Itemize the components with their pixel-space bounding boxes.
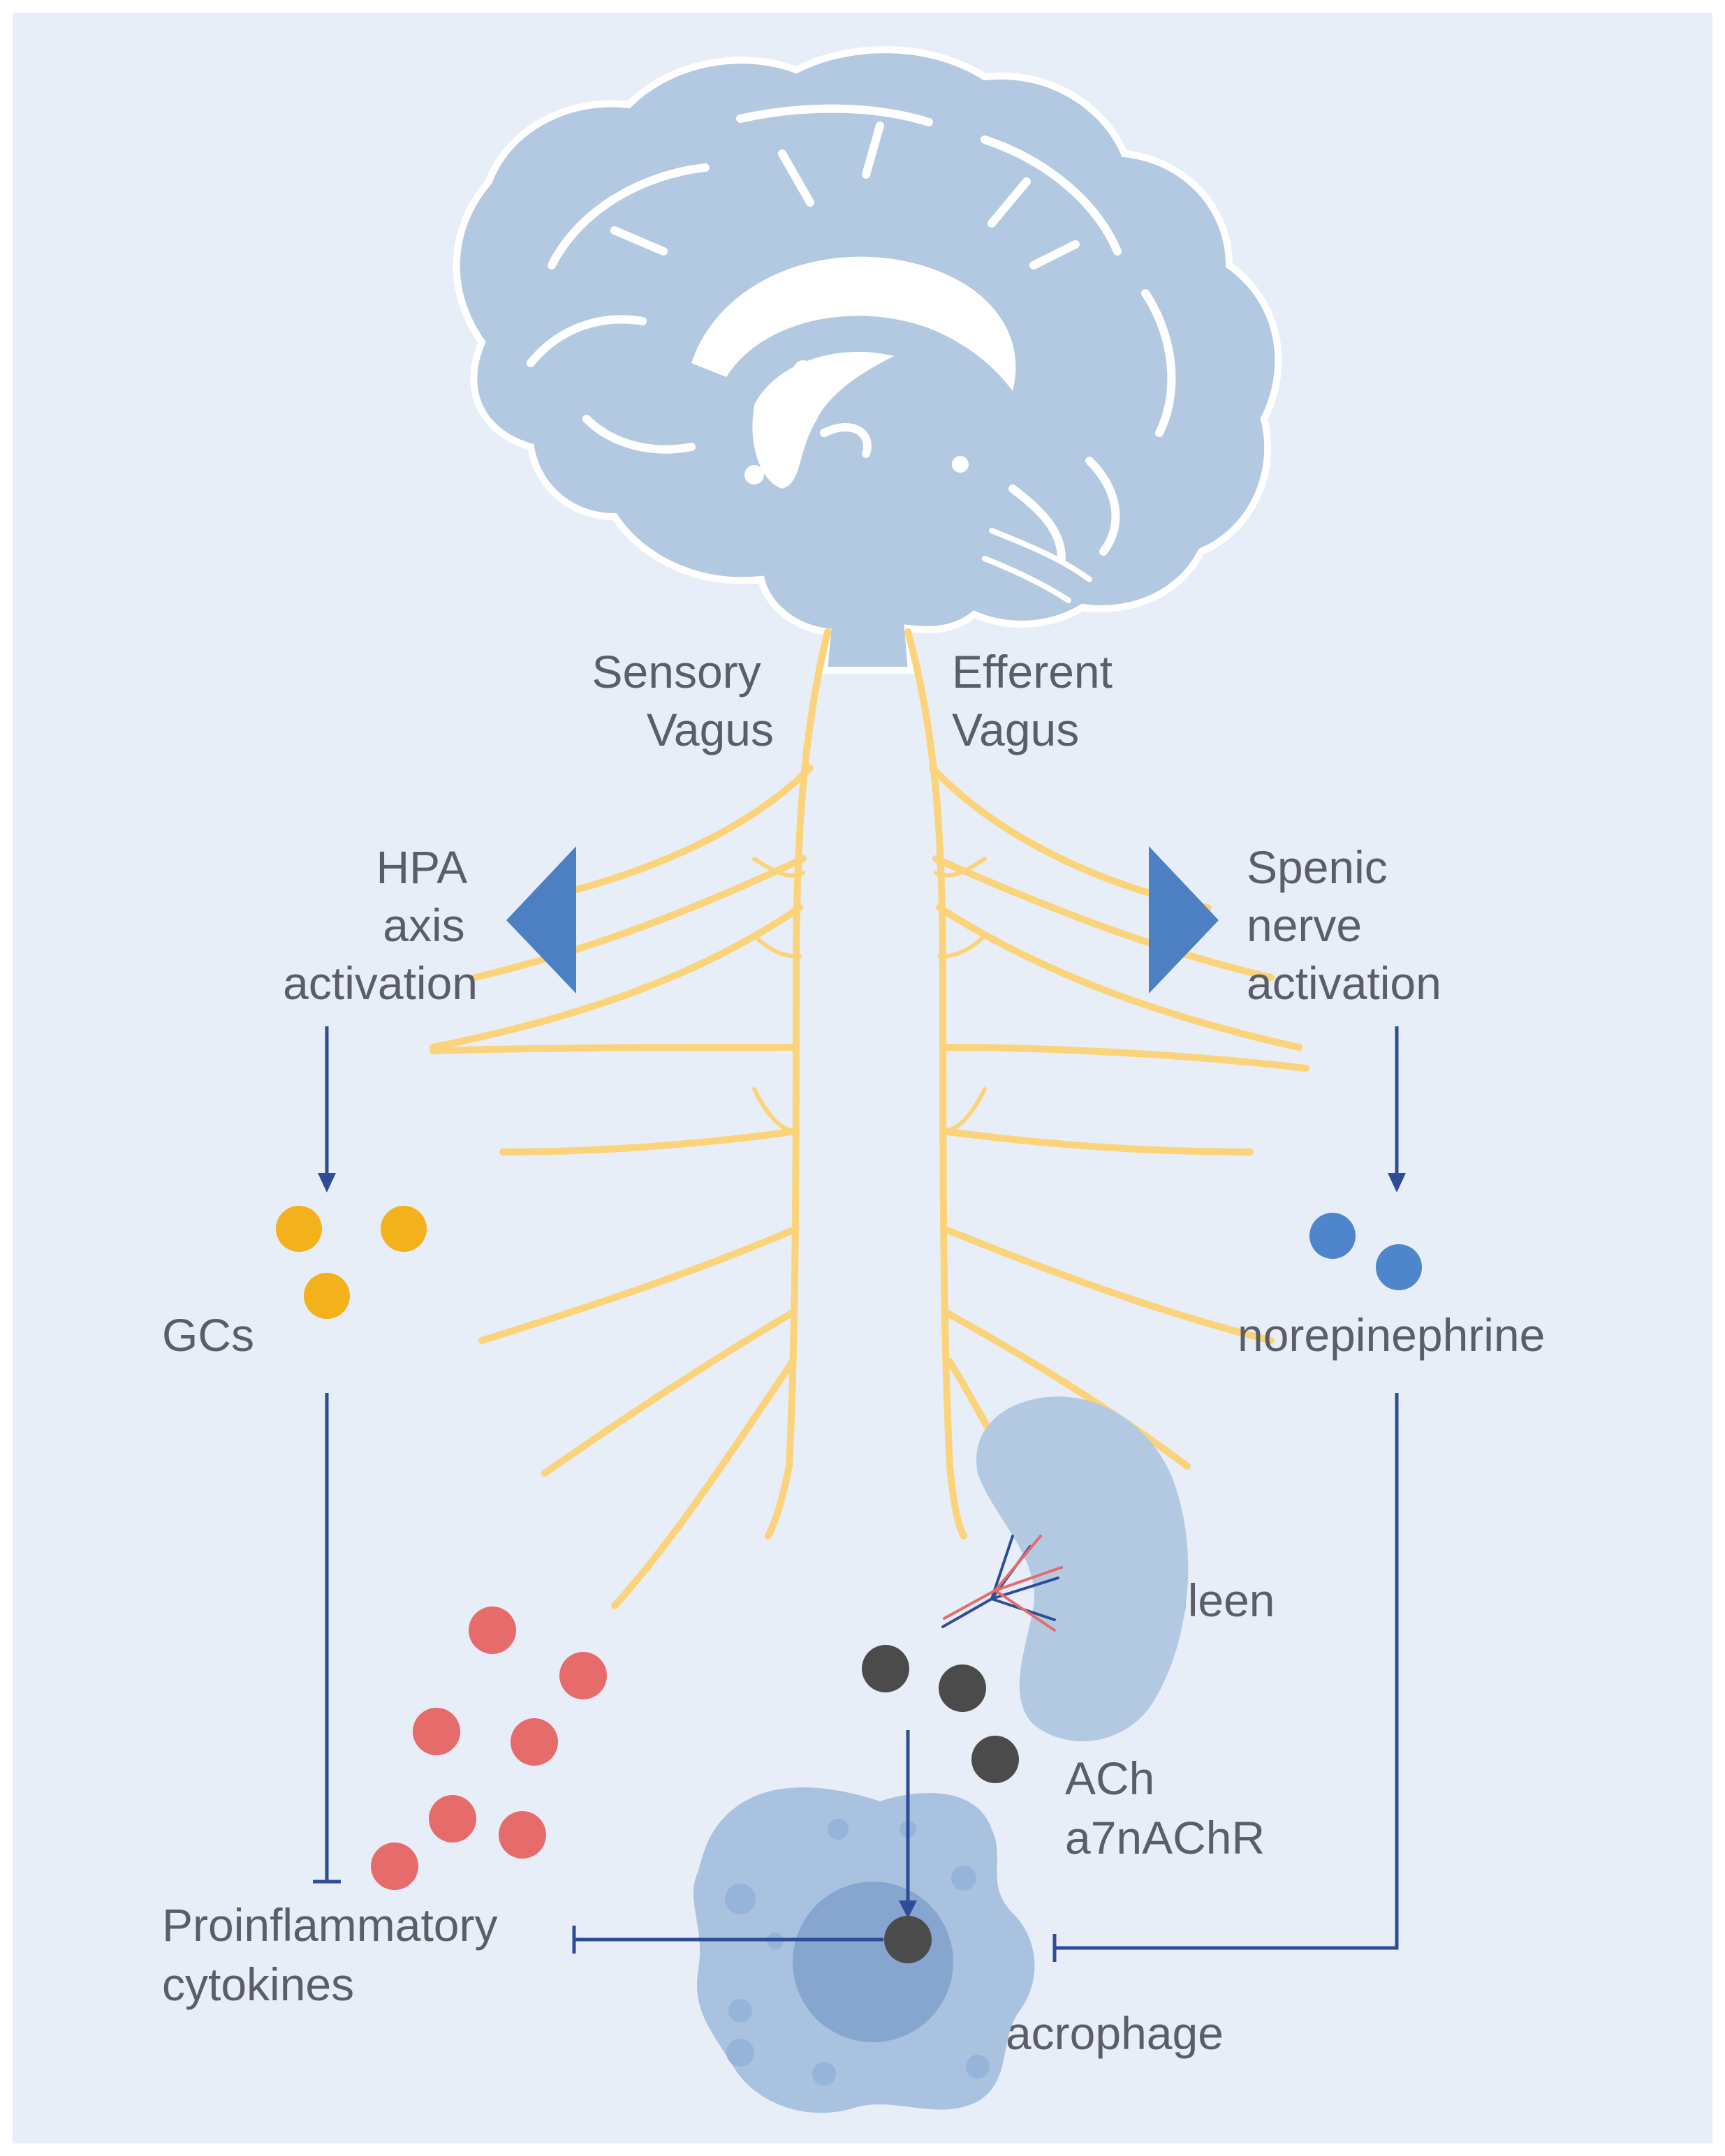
sensory-vagus-label: Sensory Vagus [592,646,774,755]
splenic-nerve-activation-label: Spenic nerve activation [1247,841,1441,1009]
hpa-axis-activation-label: HPA axis activation [283,841,478,1009]
hpa-left-triangle-icon [506,846,576,994]
splenic-to-norepinephrine-arrow [1388,1026,1406,1193]
ach-to-macrophage-arrow [899,1730,917,1919]
splenic-right-triangle-icon [1149,846,1219,994]
macrophage-cell-icon [693,1787,1035,2113]
gcs-label: GCs [162,1309,254,1361]
gcs-inhibits-cytokines-line [313,1393,341,1884]
spleen-icon [976,1396,1189,1741]
norepinephrine-label: norepinephrine [1238,1309,1545,1361]
efferent-vagus-label: Efferent Vagus [952,646,1125,755]
sensory-vagus-nerve [430,628,831,1609]
proinflammatory-cytokines-label: Proinflammatory cytokines [162,1899,511,2010]
brain-icon [453,46,1282,674]
ach-receptor-label: ACh a7nAChR [1065,1752,1265,1863]
proinflammatory-cytokine-molecules [371,1607,607,1890]
hpa-to-gcs-arrow [318,1026,336,1193]
receptor-icon [941,1535,1063,1632]
ach-molecules [862,1645,1019,1963]
norepinephrine-molecules [1309,1213,1422,1290]
macrophage-inhibits-cytokines-line [572,1926,883,1954]
gcs-molecules [276,1206,427,1319]
norepinephrine-inhibits-macrophage-line [1052,1393,1399,1962]
